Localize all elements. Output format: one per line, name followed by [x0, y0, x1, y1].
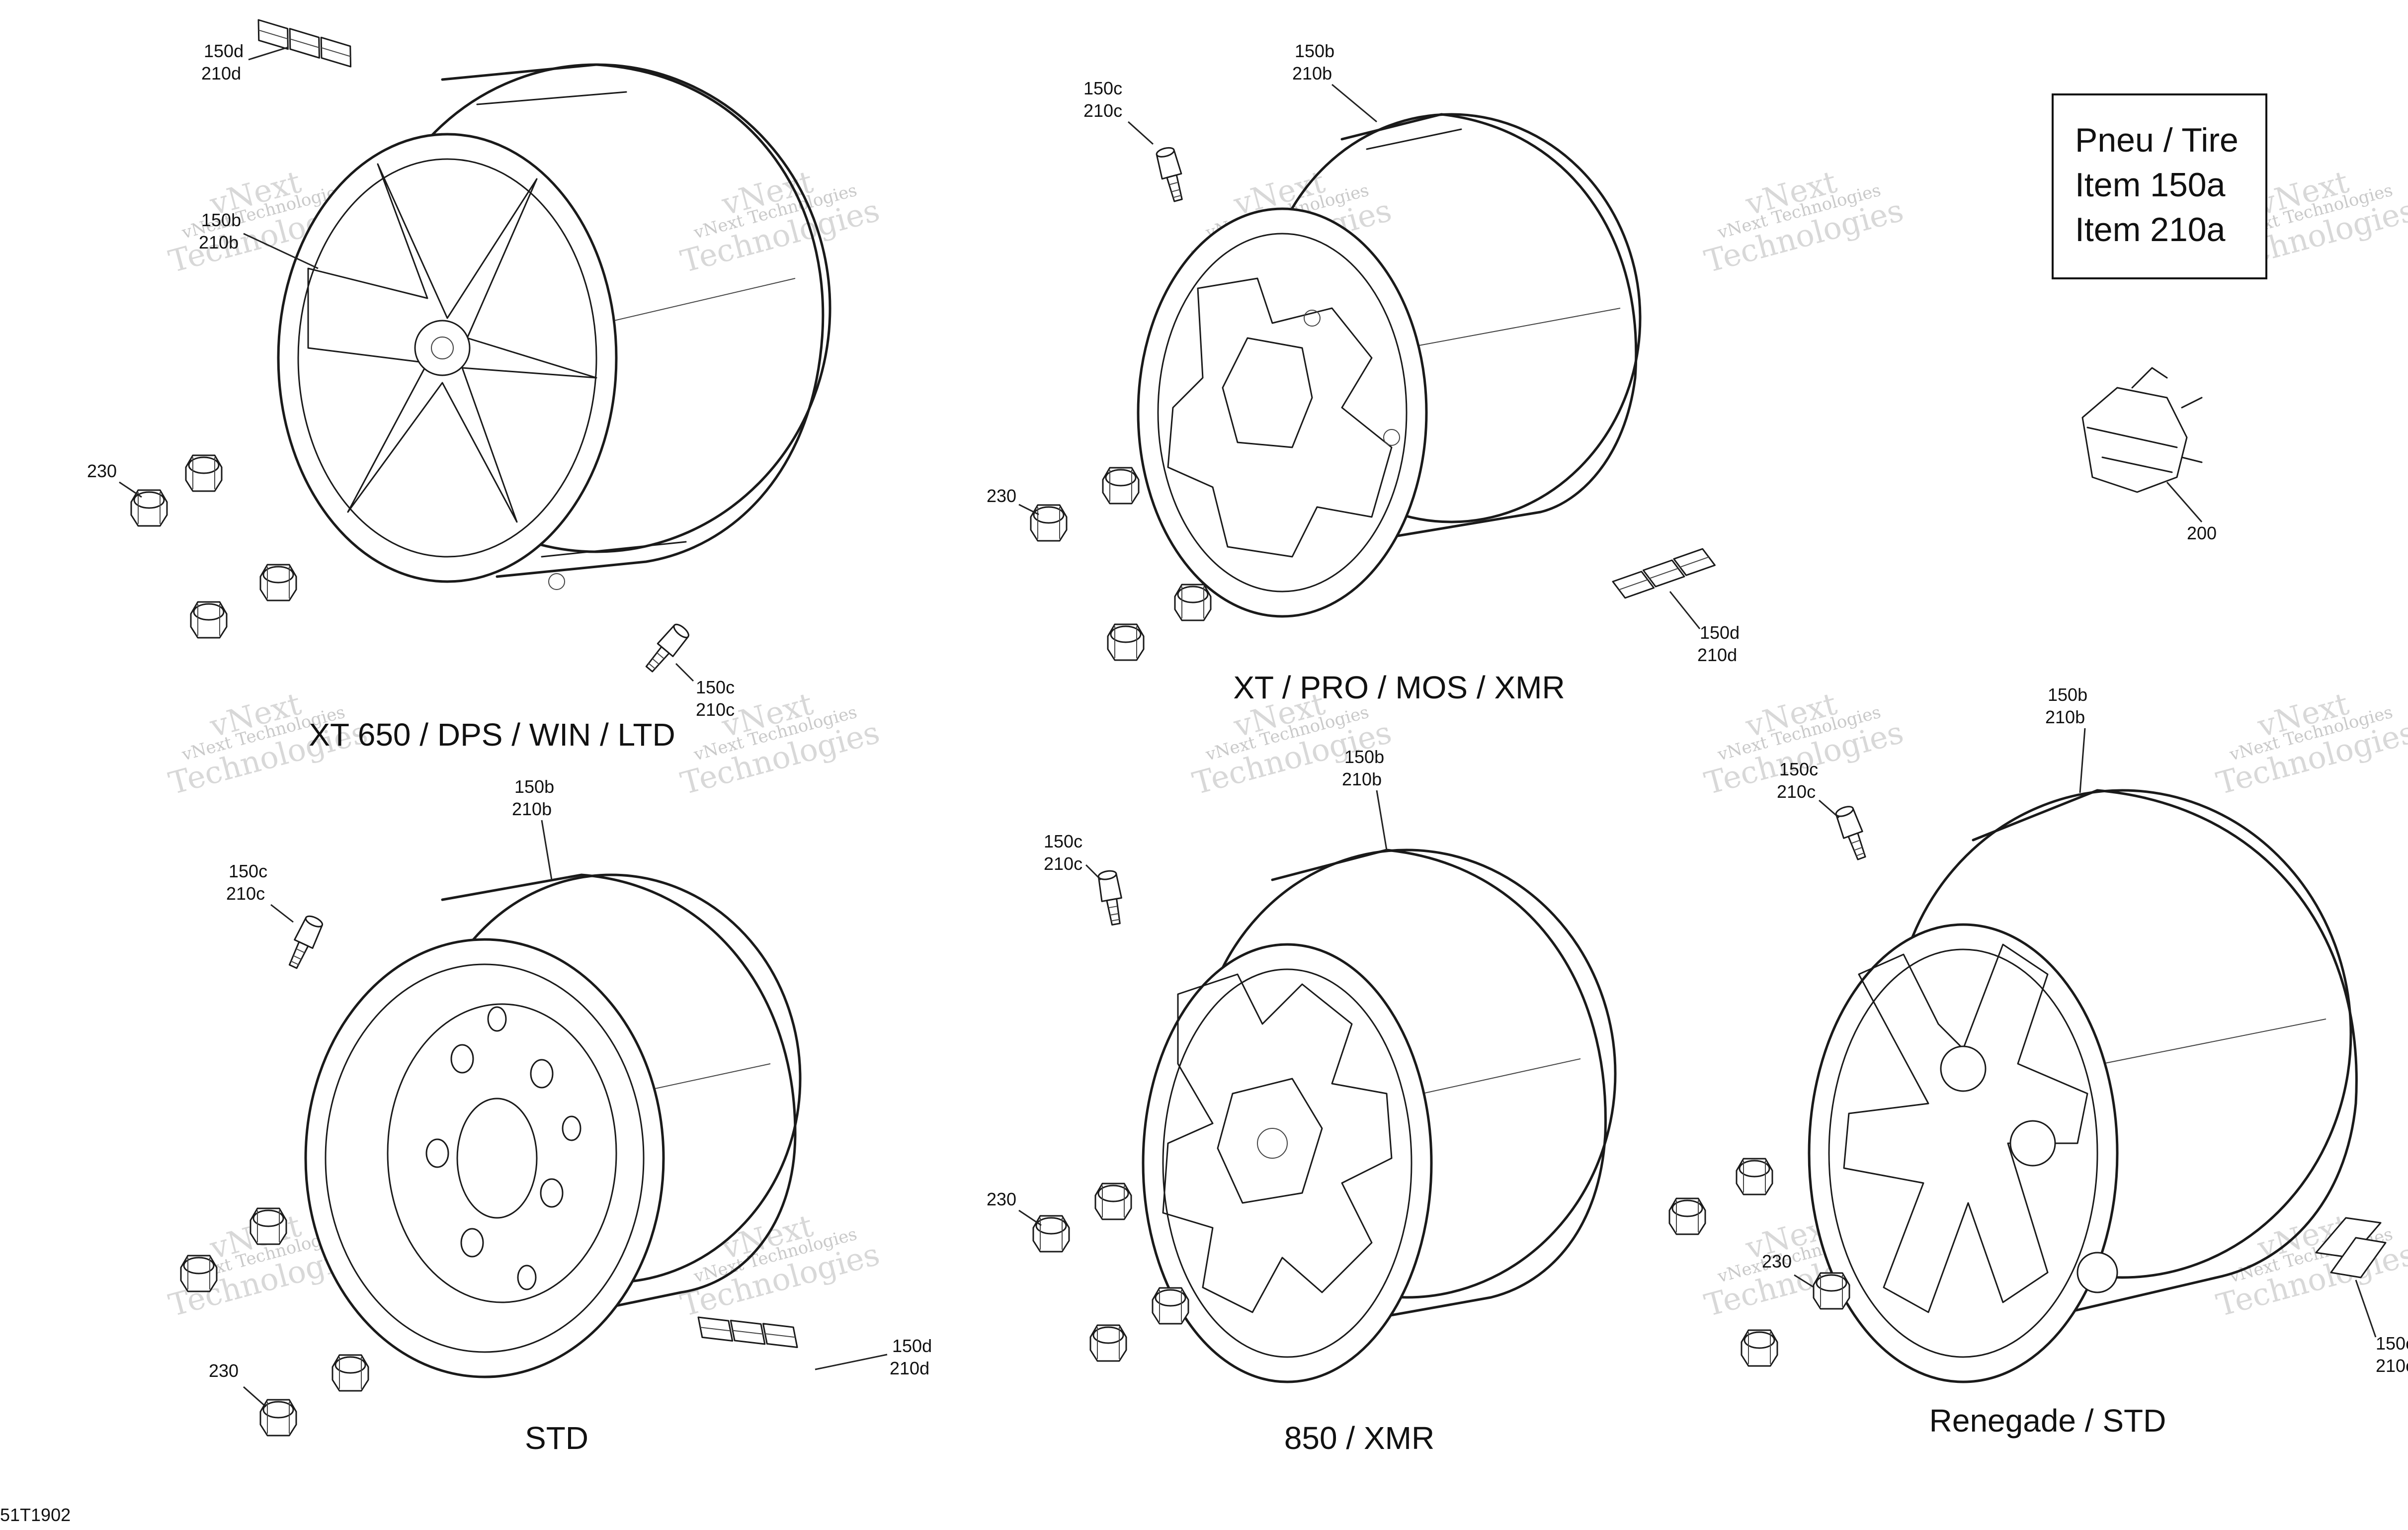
callout-label: 210b	[2045, 707, 2085, 727]
wheel-rim	[1808, 789, 2358, 1383]
balance-weights	[249, 1, 360, 85]
group-title: 850 / XMR	[1284, 1420, 1434, 1456]
callout-label: 150c	[696, 677, 735, 697]
callout-label: 150b	[514, 776, 554, 797]
callout-label: 230	[987, 1189, 1016, 1209]
callout-label: 210d	[1697, 645, 1737, 665]
callout-valve: 150c 210c	[1777, 759, 1839, 819]
callout-label: 150d	[204, 41, 244, 61]
wheel-rim	[277, 63, 831, 590]
callout-label: 210b	[1342, 769, 1382, 789]
callout-nuts: 230	[987, 1189, 1042, 1226]
callout-rim: 150b 210b	[1342, 747, 1388, 850]
valve-stem	[283, 913, 326, 972]
figure-id: 51T1902	[0, 1505, 71, 1525]
callout-label: 210b	[1292, 63, 1332, 84]
wheel-group-850-xmr: 150b 210b 150c 210c 230 850 / XMR	[987, 747, 1617, 1456]
callout-label: 150c	[1044, 831, 1082, 851]
callout-rim: 150b 210b	[1292, 41, 1377, 123]
callout-label: 210b	[512, 799, 552, 819]
wheel-rim	[1142, 849, 1617, 1383]
group-title: XT / PRO / MOS / XMR	[1233, 670, 1565, 705]
callout-label: 150c	[2376, 1333, 2408, 1354]
callout-label: 150d	[892, 1336, 932, 1356]
callout-label: 150c	[229, 861, 267, 881]
wheel-rim	[304, 873, 802, 1378]
callout-label: 210d	[890, 1358, 929, 1378]
callout-label: 150b	[1344, 747, 1384, 767]
callout-label: 150c	[1083, 78, 1122, 98]
watermark-15: vNext Technologies vNext Technologies	[2213, 1207, 2408, 1324]
callout-valve: 150c 210c	[1083, 78, 1154, 145]
valve-stem	[1096, 868, 1127, 927]
callout-label: 230	[1762, 1251, 1792, 1272]
sensor-part: 200	[2081, 367, 2217, 543]
callout-weights: 150d 210d	[815, 1336, 932, 1378]
callout-label: 150d	[1700, 622, 1740, 643]
callout-label: 150c	[1779, 759, 1818, 779]
group-title: STD	[525, 1420, 588, 1456]
callout-rim: 150b 210b	[2045, 684, 2087, 793]
balance-weights	[1609, 546, 1719, 600]
callout-valve-left: 150b 210b	[199, 210, 319, 269]
callout-nuts: 230	[1762, 1251, 1815, 1288]
watermark-4: vNext Technologies vNext Technologies	[1701, 164, 1907, 280]
callout-label: 150b	[201, 210, 241, 230]
wheel-group-xt650: 150d 210d 150b 210b 230 150c 210c XT 650…	[87, 1, 831, 753]
callout-label: 210c	[1083, 100, 1122, 121]
callout-label: 230	[87, 461, 117, 481]
callout-valve: 150c 210c	[226, 861, 294, 923]
callout-valve: 150c 210c	[1044, 831, 1102, 881]
callout-nuts: 230	[987, 486, 1039, 515]
callout-nuts: 230	[87, 461, 142, 498]
callout-weights: 150d 210d	[201, 41, 289, 84]
callout-label: 210c	[696, 699, 735, 720]
watermark-12: vNext Technologies vNext Technologies	[677, 1207, 883, 1324]
watermark-10: vNext Technologies vNext Technologies	[2213, 685, 2408, 802]
group-title: XT 650 / DPS / WIN / LTD	[309, 717, 675, 753]
callout-label: 150b	[2048, 684, 2087, 705]
callout-label: 210c	[1777, 781, 1816, 802]
note-line: Item 150a	[2075, 166, 2226, 204]
note-line: Pneu / Tire	[2075, 121, 2239, 159]
callout-label: 200	[2187, 523, 2217, 543]
callout-label: 230	[987, 486, 1016, 506]
lug-nuts	[130, 454, 297, 639]
tire-note-box: Pneu / Tire Item 150a Item 210a	[2052, 93, 2267, 279]
group-title: Renegade / STD	[1929, 1403, 2166, 1439]
valve-stem	[1833, 803, 1872, 862]
callout-nuts: 230	[209, 1360, 266, 1408]
callout-label: 150b	[1295, 41, 1334, 61]
watermark-2: vNext Technologies vNext Technologies	[677, 164, 883, 280]
callout-label: 210c	[1044, 853, 1082, 874]
wheel-group-renegade: 150b 210b 150c 210c 230 150c 210c Renega…	[1668, 684, 2408, 1439]
callout-label: 210c	[2376, 1356, 2408, 1376]
callout-rim: 150b 210b	[512, 776, 554, 880]
callout-valve: 150c 210c	[675, 663, 735, 720]
balance-weights	[2315, 1217, 2387, 1278]
note-frame	[2052, 93, 2267, 279]
callout-weights: 150c 210c	[2355, 1279, 2408, 1376]
wheel-rim	[1137, 113, 1642, 618]
callout-label: 210c	[226, 883, 265, 904]
callout-sensor: 200	[2166, 482, 2217, 543]
callout-label: 210d	[201, 63, 241, 84]
callout-label: 210b	[199, 232, 239, 253]
callout-label: 230	[209, 1360, 239, 1381]
wheel-group-xt-pro: 150c 210c 150b 210b 230 150d 210d XT / P…	[987, 41, 1740, 705]
note-line: Item 210a	[2075, 211, 2226, 249]
wheel-group-std: 150b 210b 150c 210c 230 150d 210d STD	[180, 776, 932, 1456]
valve-stem	[641, 620, 692, 677]
callout-weights: 150d 210d	[1669, 591, 1740, 665]
valve-stem	[1154, 145, 1189, 204]
